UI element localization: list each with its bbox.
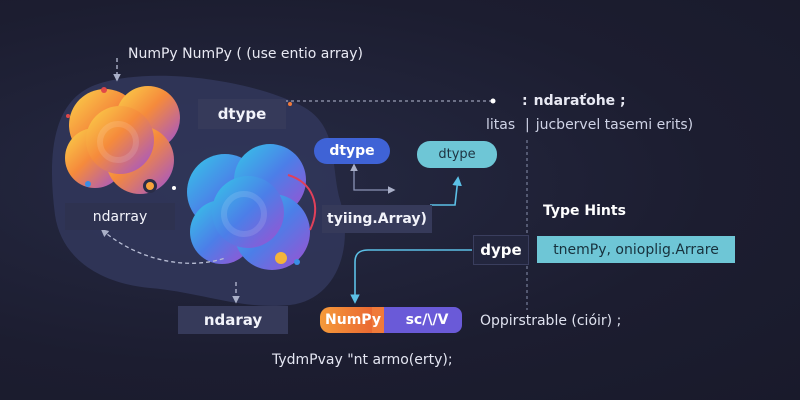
ndarray-box-bottom[interactable]: ndaray — [178, 306, 288, 334]
cloud-shape-orange — [65, 86, 180, 194]
opp-text: Oppirstrable (cióir) ; — [480, 313, 622, 329]
dtype-pill-cyan[interactable]: dtype — [417, 141, 497, 168]
scivi-tag[interactable]: sc/\/V — [405, 312, 449, 328]
dtype-pill-blue[interactable]: dtype — [314, 138, 390, 164]
connector-dtype-blue — [350, 163, 396, 194]
connector-ndarray-up — [100, 228, 226, 264]
right-top-label: : ndaraťohe ; — [522, 93, 626, 109]
top-caption: NumPy NumPy ( (use entio array) — [128, 46, 363, 62]
cloud-shape-blue — [187, 144, 316, 270]
bullet-icon: : — [522, 93, 528, 109]
divider-mark: | — [525, 117, 530, 133]
typing-array-box[interactable]: tyiing.Array) — [322, 205, 432, 233]
right-top-text: ndaraťohe ; — [533, 93, 626, 109]
connector-typing-dtype — [430, 176, 462, 206]
ndarray-label-left[interactable]: ndarray — [65, 203, 175, 230]
scivi-tag-bg — [380, 307, 462, 333]
litas-label: litas — [486, 117, 516, 133]
cyan-type-label[interactable]: tnemPy, onioplig.Arrare — [537, 236, 735, 263]
dtype-box-main[interactable]: dtype — [198, 99, 286, 129]
connector-dype-numpy — [350, 249, 472, 304]
right-description-text: jucbervel tasemi erits) — [535, 117, 694, 133]
type-hints-heading: Type Hints — [543, 203, 626, 219]
numpy-tag[interactable]: NumPy — [325, 312, 381, 328]
dype-box[interactable]: dype — [473, 235, 529, 265]
right-description: | jucbervel tasemi erits) — [525, 117, 693, 133]
bottom-caption: TydmPvay "nt armo(erty); — [272, 352, 453, 368]
